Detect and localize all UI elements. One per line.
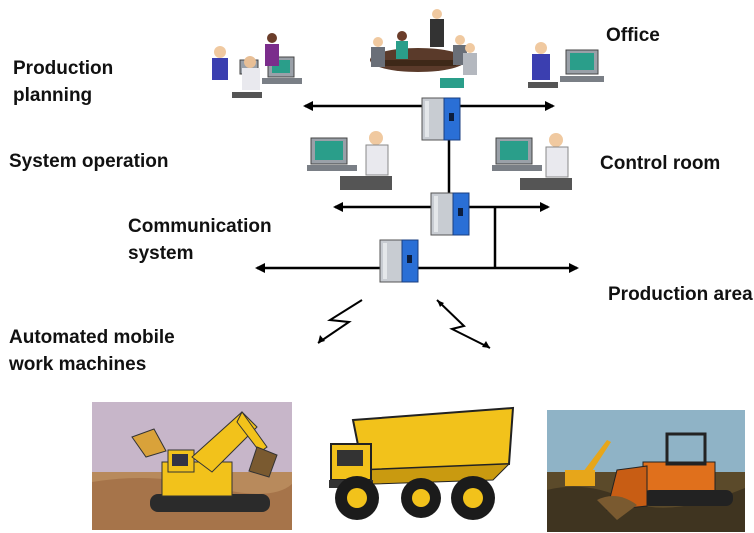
lightning-link-icon	[436, 299, 491, 349]
server-cabinet-icon	[430, 192, 470, 236]
operator-workstation-icon	[307, 131, 392, 190]
label-office: Office	[606, 25, 660, 46]
operator-workstation-icon	[492, 133, 572, 190]
label-communication-line1: Communication	[128, 216, 272, 237]
label-control-room: Control room	[600, 153, 721, 174]
lightning-link-icon	[317, 299, 363, 344]
meeting-table-icon	[370, 9, 477, 88]
office-worker-icon	[528, 42, 604, 88]
label-production-area: Production area	[608, 284, 753, 305]
label-machines-line2: work machines	[9, 354, 147, 375]
label-production-planning-line2: planning	[13, 85, 93, 106]
label-system-operation: System operation	[9, 151, 169, 172]
excavator-image	[92, 402, 292, 530]
label-production-planning-line1: Production	[13, 58, 114, 79]
bulldozer-image	[547, 410, 745, 532]
label-machines-line1: Automated mobile	[9, 327, 175, 348]
office-workers-icon	[212, 33, 302, 98]
dump-truck-image	[323, 400, 523, 528]
server-cabinet-icon	[379, 239, 419, 283]
server-cabinet-icon	[421, 97, 461, 141]
label-communication-line2: system	[128, 243, 194, 264]
